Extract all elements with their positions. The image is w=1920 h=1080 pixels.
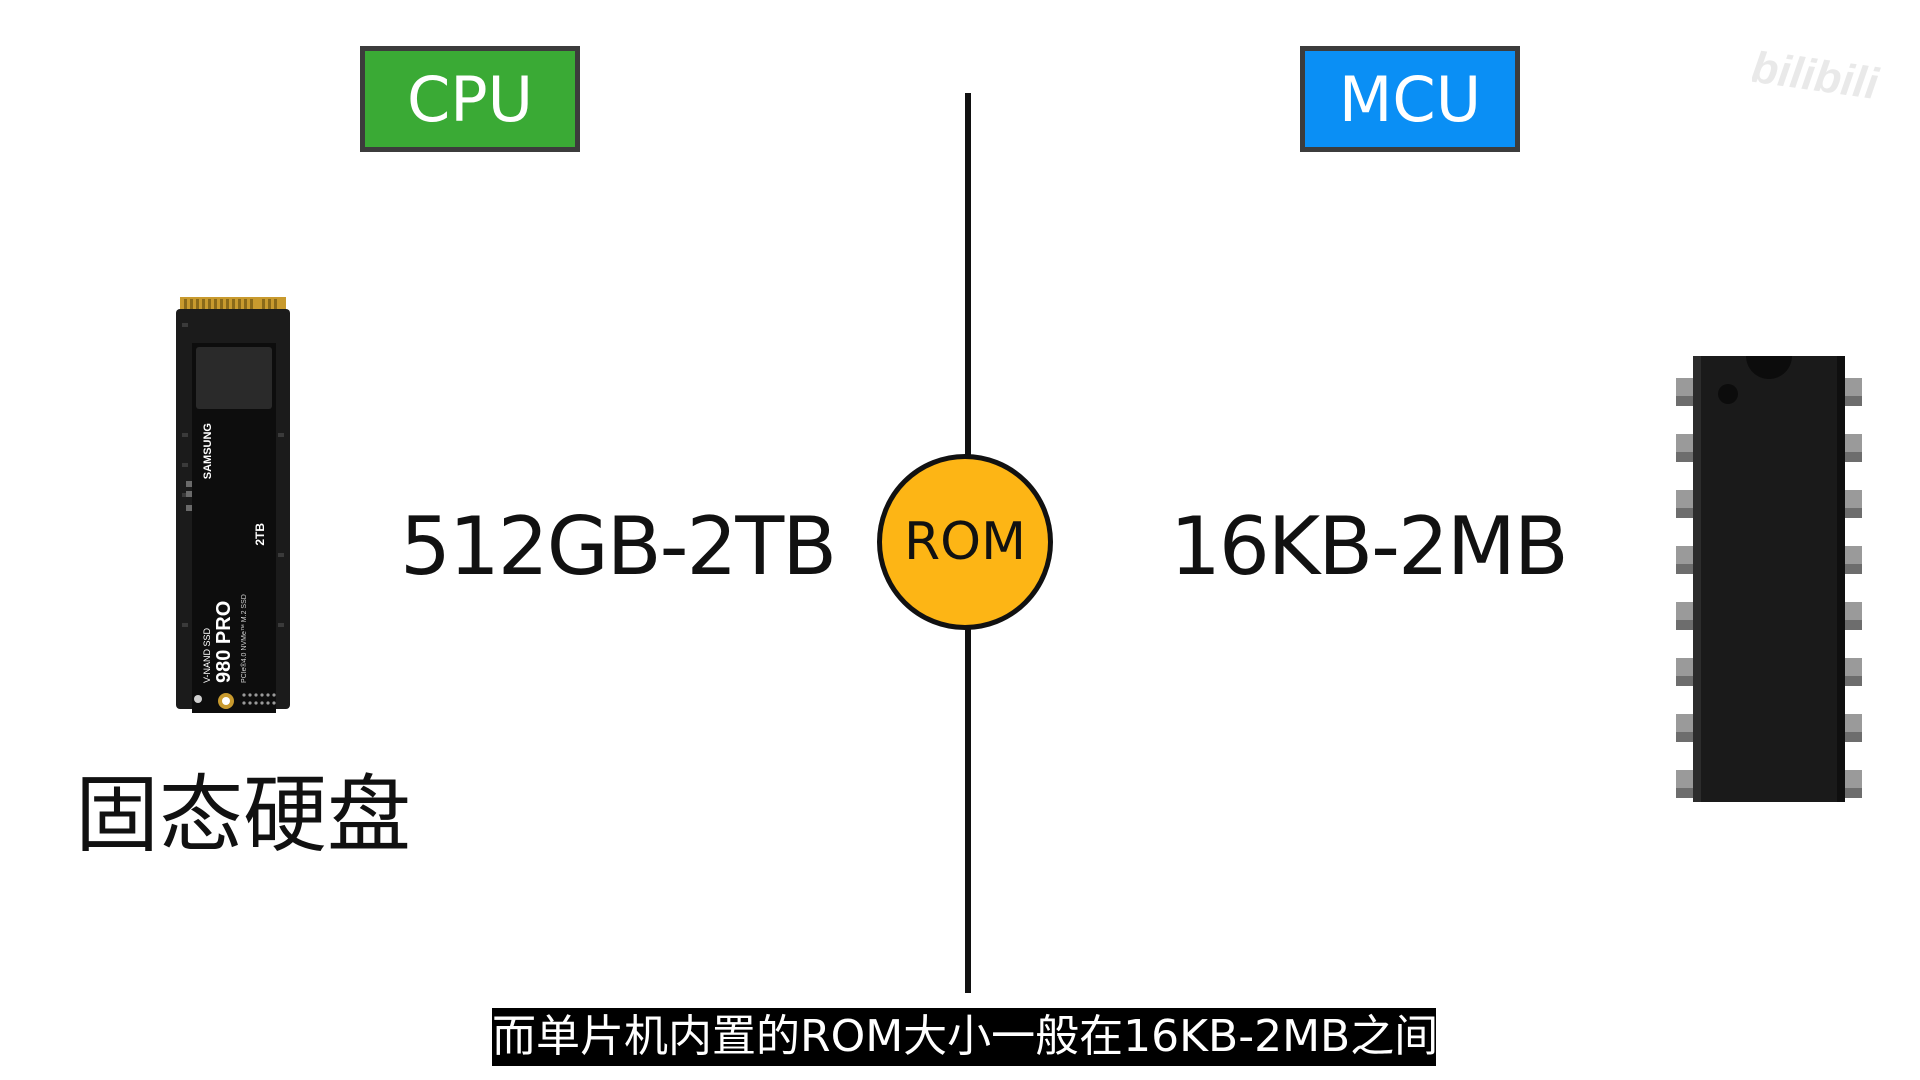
ssd-m2-icon: SAMSUNG 2TB V-NAND SSD 980 PRO PCIe®4.0 … xyxy=(172,293,294,713)
ssd-model-text: 980 PRO xyxy=(213,601,235,683)
cpu-tag: CPU xyxy=(360,46,580,152)
rom-badge: ROM xyxy=(877,454,1053,630)
ssd-capacity-text: 2TB xyxy=(253,523,267,546)
subtitle-caption: 而单片机内置的ROM大小一般在16KB-2MB之间 xyxy=(492,1008,1436,1066)
cpu-rom-capacity: 512GB-2TB xyxy=(400,500,835,593)
bilibili-logo: bilibili xyxy=(1752,36,1902,106)
ssd-type-text: V-NAND SSD xyxy=(202,627,212,683)
ssd-interface-text: PCIe®4.0 NVMe™ M.2 SSD xyxy=(240,594,248,683)
svg-text:bilibili: bilibili xyxy=(1752,43,1882,106)
dip-chip-icon xyxy=(1676,356,1862,802)
ssd-brand-text: SAMSUNG xyxy=(202,423,214,479)
mcu-rom-capacity: 16KB-2MB xyxy=(1170,500,1567,593)
mcu-tag: MCU xyxy=(1300,46,1520,152)
ssd-label: 固态硬盘 xyxy=(75,748,411,869)
